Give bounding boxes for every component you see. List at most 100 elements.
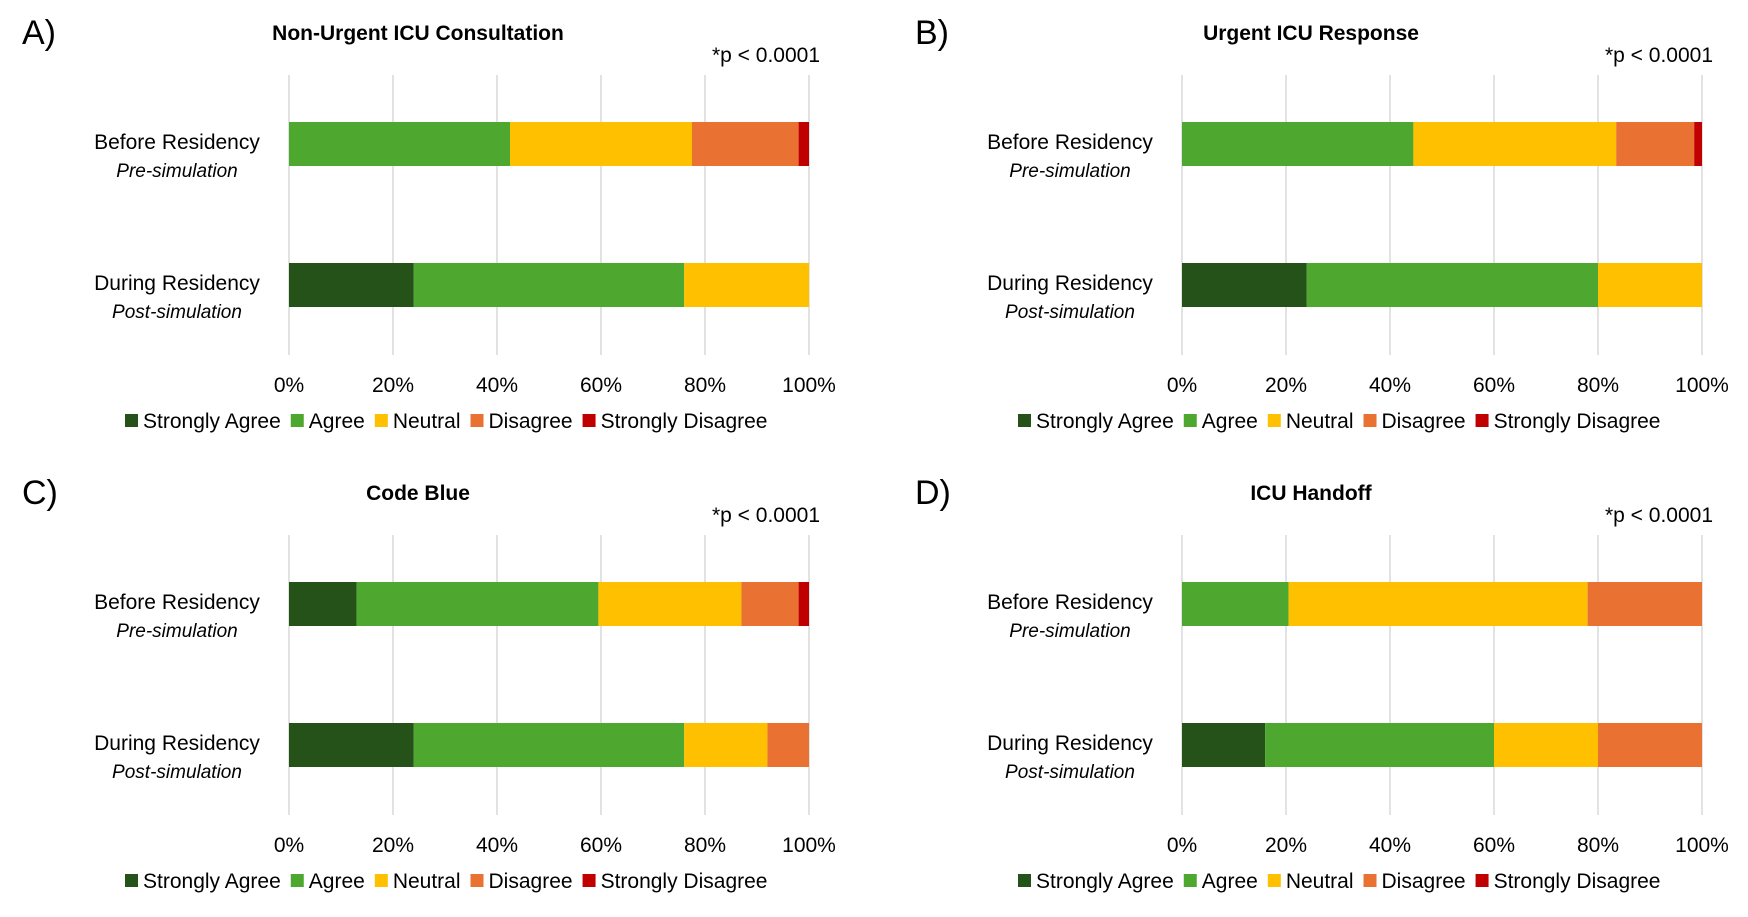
x-tick-label: 60% bbox=[1473, 834, 1515, 857]
x-tick-label: 100% bbox=[782, 834, 836, 857]
category-sublabel: Pre-simulation bbox=[116, 161, 237, 182]
legend-label: Neutral bbox=[393, 410, 461, 433]
chart-panel: A) Non-Urgent ICU Consultation *p < 0.0001… bbox=[22, 14, 836, 433]
p-value-annotation: *p < 0.0001 bbox=[712, 504, 820, 527]
legend-swatch bbox=[1363, 414, 1377, 427]
category-label: Before Residency bbox=[987, 131, 1153, 154]
category-label: Before Residency bbox=[94, 131, 260, 154]
category-label: During Residency bbox=[94, 732, 260, 755]
legend-label: Neutral bbox=[1286, 870, 1354, 893]
x-tick-label: 40% bbox=[476, 374, 518, 397]
category-label: Before Residency bbox=[987, 591, 1153, 614]
bar-segment bbox=[413, 263, 685, 307]
bar-segment bbox=[289, 582, 357, 626]
bar-segment bbox=[1306, 263, 1598, 307]
chart-title: Urgent ICU Response bbox=[1203, 22, 1419, 45]
legend-swatch bbox=[374, 874, 388, 887]
x-tick-label: 80% bbox=[1577, 834, 1619, 857]
legend-swatch bbox=[1267, 414, 1281, 427]
legend-swatch bbox=[1363, 874, 1377, 887]
legend-swatch bbox=[582, 874, 596, 887]
legend-swatch bbox=[1475, 414, 1489, 427]
x-tick-label: 20% bbox=[372, 374, 414, 397]
legend-label: Disagree bbox=[489, 410, 573, 433]
legend-label: Strongly Agree bbox=[1036, 870, 1174, 893]
legend-swatch bbox=[1183, 874, 1197, 887]
category-sublabel: Post-simulation bbox=[1005, 302, 1135, 323]
legend-label: Agree bbox=[1202, 870, 1258, 893]
category-label: Before Residency bbox=[94, 591, 260, 614]
x-tick-label: 100% bbox=[1675, 374, 1729, 397]
category-sublabel: Post-simulation bbox=[1005, 762, 1135, 783]
bar-segment bbox=[1413, 122, 1617, 166]
x-tick-label: 0% bbox=[274, 834, 304, 857]
x-tick-label: 0% bbox=[274, 374, 304, 397]
legend-label: Agree bbox=[309, 870, 365, 893]
bar-segment bbox=[1694, 122, 1702, 166]
panel-label: A) bbox=[22, 14, 56, 52]
bar-segment bbox=[692, 122, 799, 166]
legend-swatch bbox=[1018, 874, 1031, 887]
bar-segment bbox=[1587, 582, 1702, 626]
x-tick-label: 100% bbox=[782, 374, 836, 397]
legend-label: Strongly Agree bbox=[143, 870, 281, 893]
bar-segment bbox=[684, 723, 768, 767]
category-sublabel: Pre-simulation bbox=[1009, 161, 1130, 182]
panel-label: C) bbox=[22, 474, 58, 512]
bar-segment bbox=[1494, 723, 1598, 767]
legend-label: Strongly Disagree bbox=[601, 410, 768, 433]
panel-label: D) bbox=[915, 474, 951, 512]
legend-swatch bbox=[290, 414, 304, 427]
category-sublabel: Post-simulation bbox=[112, 762, 242, 783]
bar-segment bbox=[798, 582, 809, 626]
bar-segment bbox=[1182, 122, 1414, 166]
x-tick-label: 60% bbox=[580, 834, 622, 857]
category-sublabel: Pre-simulation bbox=[116, 621, 237, 642]
bar-segment bbox=[1182, 723, 1266, 767]
bar-segment bbox=[1616, 122, 1695, 166]
legend-swatch bbox=[1183, 414, 1197, 427]
legend-swatch bbox=[1475, 874, 1489, 887]
category-sublabel: Post-simulation bbox=[112, 302, 242, 323]
legend-label: Strongly Disagree bbox=[1494, 410, 1661, 433]
chart-panel: C)Code Blue*p < 0.00010%20%40%60%80%100%… bbox=[22, 474, 836, 893]
chart-panel: B)Urgent ICU Response*p < 0.00010%20%40%… bbox=[915, 14, 1729, 433]
category-sublabel: Pre-simulation bbox=[1009, 621, 1130, 642]
x-tick-label: 100% bbox=[1675, 834, 1729, 857]
category-label: During Residency bbox=[94, 272, 260, 295]
x-tick-label: 80% bbox=[684, 374, 726, 397]
bar-segment bbox=[798, 122, 809, 166]
chart-title: ICU Handoff bbox=[1250, 482, 1372, 505]
legend-label: Agree bbox=[309, 410, 365, 433]
bar-segment bbox=[767, 723, 809, 767]
bar-segment bbox=[289, 122, 510, 166]
x-tick-label: 60% bbox=[1473, 374, 1515, 397]
x-tick-label: 80% bbox=[1577, 374, 1619, 397]
chart-title: Non-Urgent ICU Consultation bbox=[272, 22, 564, 45]
category-label: During Residency bbox=[987, 272, 1153, 295]
legend-label: Strongly Disagree bbox=[601, 870, 768, 893]
bar-segment bbox=[1182, 582, 1289, 626]
legend-label: Strongly Disagree bbox=[1494, 870, 1661, 893]
x-tick-label: 40% bbox=[476, 834, 518, 857]
legend-label: Strongly Agree bbox=[1036, 410, 1174, 433]
p-value-annotation: *p < 0.0001 bbox=[1605, 504, 1713, 527]
x-tick-label: 60% bbox=[580, 374, 622, 397]
legend-swatch bbox=[582, 414, 596, 427]
x-tick-label: 40% bbox=[1369, 374, 1411, 397]
x-tick-label: 20% bbox=[1265, 374, 1307, 397]
bar-segment bbox=[510, 122, 692, 166]
x-tick-label: 40% bbox=[1369, 834, 1411, 857]
bar-segment bbox=[741, 582, 799, 626]
chart-panel: D)ICU Handoff*p < 0.00010%20%40%60%80%10… bbox=[915, 474, 1729, 893]
legend-swatch bbox=[470, 414, 484, 427]
legend-swatch bbox=[374, 414, 388, 427]
bar-segment bbox=[1598, 723, 1702, 767]
bar-segment bbox=[356, 582, 599, 626]
bar-segment bbox=[1288, 582, 1588, 626]
legend-swatch bbox=[125, 414, 138, 427]
x-tick-label: 80% bbox=[684, 834, 726, 857]
panel-label: B) bbox=[915, 14, 949, 52]
p-value-annotation: *p < 0.0001 bbox=[712, 44, 820, 67]
